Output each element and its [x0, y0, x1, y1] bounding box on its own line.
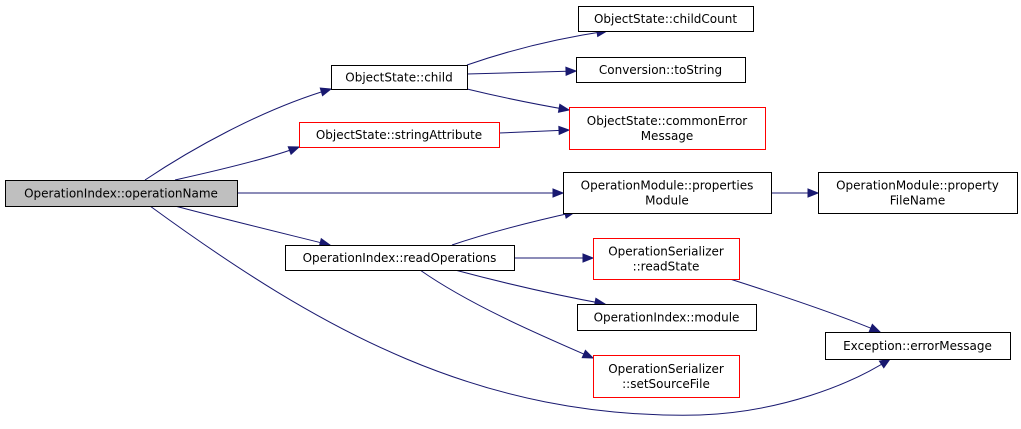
arrowhead-icon [558, 125, 571, 136]
node-box [563, 172, 772, 214]
arrowhead-icon [565, 66, 578, 77]
node-string-attribute[interactable]: ObjectState::stringAttribute [299, 122, 500, 148]
node-label: ObjectState::childCount [594, 12, 737, 26]
node-box [593, 355, 740, 398]
arrowhead-icon [557, 103, 571, 113]
node-box [569, 107, 766, 150]
edge-read-operations-to-module [454, 269, 607, 307]
node-read-operations[interactable]: OperationIndex::readOperations [285, 245, 515, 271]
node-operation-name[interactable]: OperationIndex::operationName [5, 180, 238, 207]
node-label: ::setSourceFile [622, 377, 710, 391]
edge-child-to-common-error-message [466, 88, 571, 113]
node-label: ::readState [633, 260, 700, 274]
node-box [285, 245, 515, 271]
edge-line [451, 211, 576, 246]
edge-operation-name-to-error-message [149, 205, 892, 416]
node-label: OperationSerializer [608, 362, 724, 376]
node-label: ObjectState::child [345, 71, 452, 85]
edge-operation-name-to-string-attribute [174, 146, 301, 181]
edge-string-attribute-to-common-error-message [498, 125, 571, 136]
edge-line [174, 146, 300, 181]
node-to-string[interactable]: Conversion::toString [576, 57, 746, 83]
arrowhead-icon [581, 349, 595, 359]
node-label: Conversion::toString [599, 63, 722, 77]
node-label: OperationIndex::module [594, 311, 740, 325]
edge-line [498, 129, 570, 134]
edge-operation-name-to-properties-module [237, 188, 565, 198]
edge-read-operations-to-properties-module [451, 209, 577, 246]
edge-child-to-to-string [466, 66, 578, 77]
edge-operation-name-to-child [144, 87, 333, 181]
edges-layer [144, 27, 892, 416]
edge-line [454, 269, 606, 305]
edge-line [729, 278, 881, 333]
node-label: OperationIndex::operationName [24, 187, 218, 201]
edge-line [466, 30, 608, 66]
arrowhead-icon [807, 188, 820, 198]
edge-line [466, 88, 570, 111]
edge-line [419, 269, 594, 359]
node-box [593, 238, 740, 280]
node-box [299, 122, 500, 148]
node-label: OperationIndex::readOperations [303, 251, 497, 265]
node-child-count[interactable]: ObjectState::childCount [578, 6, 754, 32]
node-box [5, 180, 238, 207]
node-error-message[interactable]: Exception::errorMessage [825, 332, 1011, 360]
node-module[interactable]: OperationIndex::module [577, 304, 757, 331]
arrowhead-icon [287, 146, 301, 156]
node-label: ObjectState::commonError [587, 114, 748, 128]
arrowhead-icon [319, 87, 333, 97]
node-set-source-file[interactable]: OperationSerializer::setSourceFile [593, 355, 740, 398]
arrowhead-icon [582, 253, 595, 263]
arrowhead-icon [868, 323, 882, 333]
arrowhead-icon [878, 358, 892, 369]
edge-line [144, 88, 332, 181]
edge-read-state-to-error-message [729, 278, 882, 333]
node-child[interactable]: ObjectState::child [331, 65, 468, 90]
node-read-state[interactable]: OperationSerializer::readState [593, 238, 740, 280]
edge-read-operations-to-set-source-file [419, 269, 595, 359]
node-label: Exception::errorMessage [843, 339, 992, 353]
node-box [818, 172, 1018, 214]
edge-line [466, 70, 577, 75]
node-label: Message [641, 129, 694, 143]
node-label: OperationModule::property [836, 179, 999, 193]
node-box [331, 65, 468, 90]
node-box [576, 57, 746, 83]
edge-properties-module-to-property-file-name [771, 188, 820, 198]
node-label: FileName [890, 194, 945, 208]
node-box [577, 304, 757, 331]
edge-line [174, 205, 331, 246]
node-box [825, 332, 1011, 360]
node-label: Module [645, 194, 689, 208]
edge-read-operations-to-read-state [514, 253, 595, 263]
nodes-layer: OperationIndex::operationName ObjectState… [5, 6, 1018, 398]
arrowhead-icon [552, 188, 565, 198]
node-label: OperationModule::properties [581, 179, 754, 193]
node-box [578, 6, 754, 32]
edge-line [149, 205, 891, 416]
node-label: ObjectState::stringAttribute [316, 128, 482, 142]
node-label: OperationSerializer [608, 245, 724, 259]
